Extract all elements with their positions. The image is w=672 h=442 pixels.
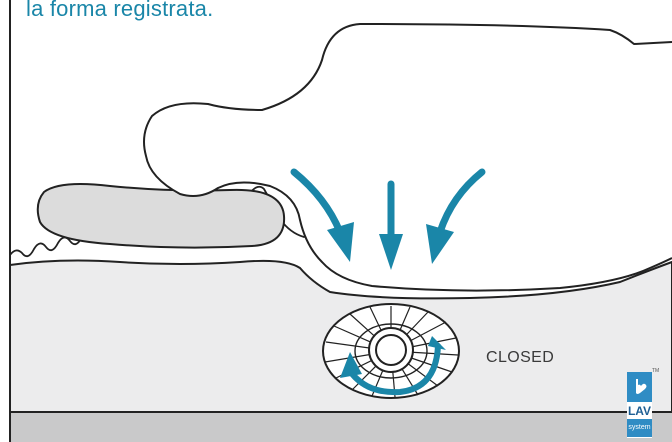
- arrow-left-head: [327, 222, 354, 262]
- valve-inner-ring: [354, 323, 428, 379]
- base-strip: [10, 412, 672, 442]
- arrow-center-head: [379, 234, 403, 270]
- pressure-arrows: [290, 168, 486, 270]
- rotation-arrow-tail: [428, 336, 446, 350]
- logo-subtitle: system: [627, 419, 652, 437]
- arrow-right-head: [426, 224, 454, 264]
- trademark-mark: TM: [652, 368, 660, 374]
- lav-system-logo: TM LAV system: [627, 368, 659, 438]
- arrow-right-icon: [436, 168, 486, 236]
- valve-state-label: CLOSED: [486, 349, 555, 366]
- heart-icon: [627, 372, 652, 402]
- body-silhouette: [143, 23, 672, 292]
- rotation-arrow-icon: [345, 343, 441, 396]
- rotation-arrow-head: [340, 352, 362, 378]
- caption-text: la forma registrata.: [26, 0, 214, 21]
- valve-hub-inner: [375, 334, 407, 366]
- valve: [322, 303, 460, 399]
- logo-brand-text: LAV: [627, 404, 652, 418]
- arrow-left-icon: [290, 168, 344, 236]
- pillow: [36, 183, 286, 249]
